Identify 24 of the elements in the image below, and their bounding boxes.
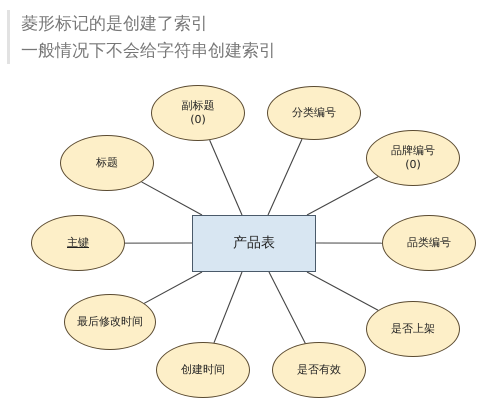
attribute-name: 最后修改时间 — [77, 315, 143, 329]
attribute-name: 品牌编号 (0) — [390, 144, 436, 172]
attribute-name: 是否上架 — [391, 322, 435, 336]
connector-line — [316, 242, 382, 244]
connector-line — [268, 272, 306, 344]
attribute-name: 分类编号 — [292, 106, 336, 120]
attribute-name: 标题 — [96, 156, 118, 170]
attribute-name: 主键 — [67, 236, 89, 250]
entity-box — [192, 215, 316, 272]
connector-line — [306, 176, 378, 216]
attribute-name: 创建时间 — [181, 363, 225, 377]
connector-line — [268, 138, 302, 216]
note-text: 一般情况下不会给字符串创建索引 — [21, 40, 276, 62]
connector-line — [209, 140, 242, 216]
connector-line — [144, 272, 202, 304]
connector-line — [141, 181, 202, 216]
attribute-name: 品类编号 — [407, 236, 451, 250]
entity-name: 产品表 — [233, 234, 275, 252]
attribute-name: 副标题 (0) — [180, 99, 216, 127]
attribute-name: 是否有效 — [297, 363, 341, 377]
note-text: 菱形标记的是创建了索引 — [21, 13, 208, 35]
connector-line — [213, 272, 243, 343]
connector-line — [125, 242, 192, 244]
connector-line — [306, 272, 378, 311]
